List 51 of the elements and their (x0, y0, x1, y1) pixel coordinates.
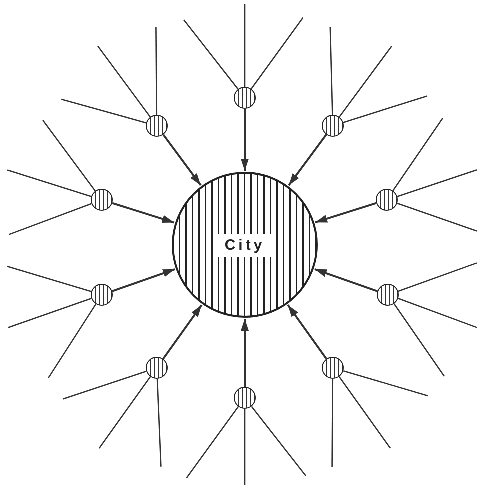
line (183, 20, 239, 90)
arrow (315, 202, 377, 224)
arrow (241, 319, 249, 387)
line (156, 378, 162, 467)
line (42, 120, 96, 192)
line (62, 370, 147, 400)
line (7, 266, 92, 292)
line (338, 376, 392, 449)
arrow (287, 304, 328, 360)
line (398, 298, 478, 328)
line (250, 18, 304, 90)
arrow (112, 202, 175, 224)
line (156, 27, 158, 115)
arrow (162, 134, 202, 186)
arrow (288, 134, 328, 186)
line (48, 304, 97, 379)
line (7, 170, 92, 198)
line (244, 409, 246, 485)
hatched-circle (322, 115, 344, 137)
line (61, 98, 147, 124)
arrow (241, 109, 249, 171)
line (244, 4, 246, 87)
hatched-circle (146, 357, 168, 379)
hatched-circle (377, 284, 399, 306)
hatched-circle (91, 189, 113, 211)
line (332, 379, 334, 467)
line (398, 262, 478, 292)
line (98, 376, 152, 449)
hatched-circle (146, 115, 168, 137)
line (98, 46, 152, 118)
hatched-circle (234, 87, 256, 109)
line (397, 169, 478, 198)
line (394, 304, 445, 377)
line (338, 46, 392, 118)
hatched-circle (234, 387, 256, 409)
line (9, 203, 92, 236)
arrow (314, 268, 378, 292)
arrow (112, 268, 176, 292)
hatched-circle (376, 189, 398, 211)
line (330, 26, 334, 116)
hatched-circle (322, 357, 344, 379)
line (343, 370, 428, 397)
line (251, 406, 307, 476)
line (343, 96, 428, 124)
line (397, 202, 478, 232)
line (186, 406, 240, 478)
hatched-circle (91, 284, 113, 306)
line (8, 298, 92, 328)
arrow (162, 304, 203, 360)
line (392, 118, 444, 192)
city-label: City (216, 234, 274, 256)
